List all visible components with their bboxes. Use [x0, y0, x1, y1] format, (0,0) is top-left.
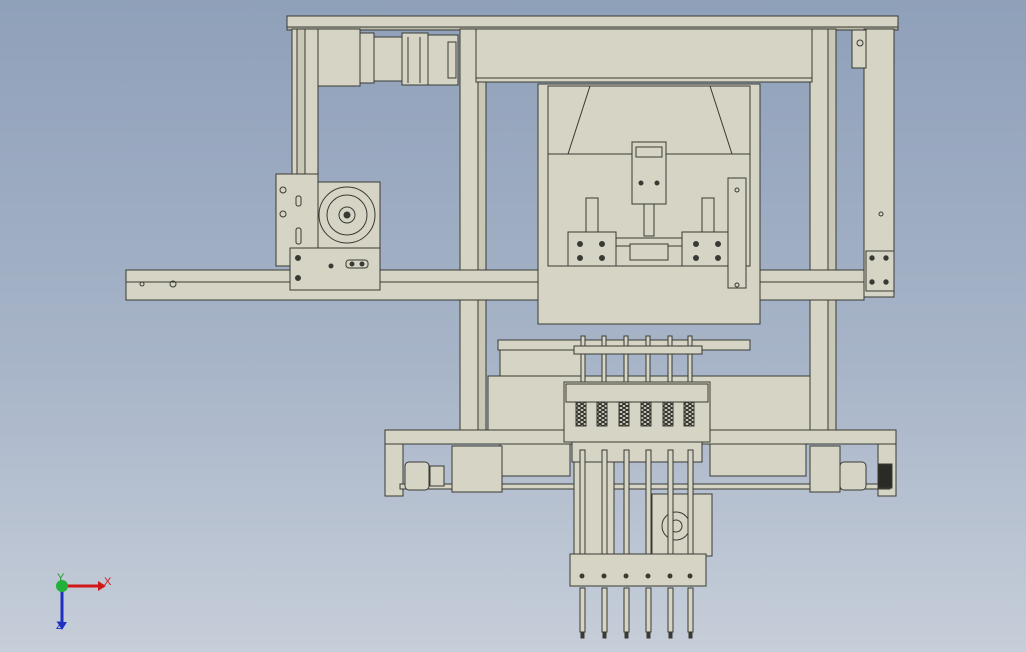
nozzle-tips — [579, 587, 694, 639]
left-wheel — [404, 461, 430, 491]
center-left-column — [459, 28, 479, 432]
nozzle-rod-upper-row — [580, 335, 693, 385]
z-axis-label: Z — [56, 620, 63, 632]
y-axis-label: Y — [57, 572, 65, 584]
nozzle-bottom-plate — [569, 553, 707, 587]
triad-arrows — [56, 580, 106, 630]
coordinate-triad: X Y Z — [50, 572, 120, 636]
right-wheel — [877, 463, 893, 489]
center-right-column — [809, 28, 829, 432]
x-axis-label: X — [104, 576, 112, 588]
stepper-motor — [317, 28, 361, 87]
